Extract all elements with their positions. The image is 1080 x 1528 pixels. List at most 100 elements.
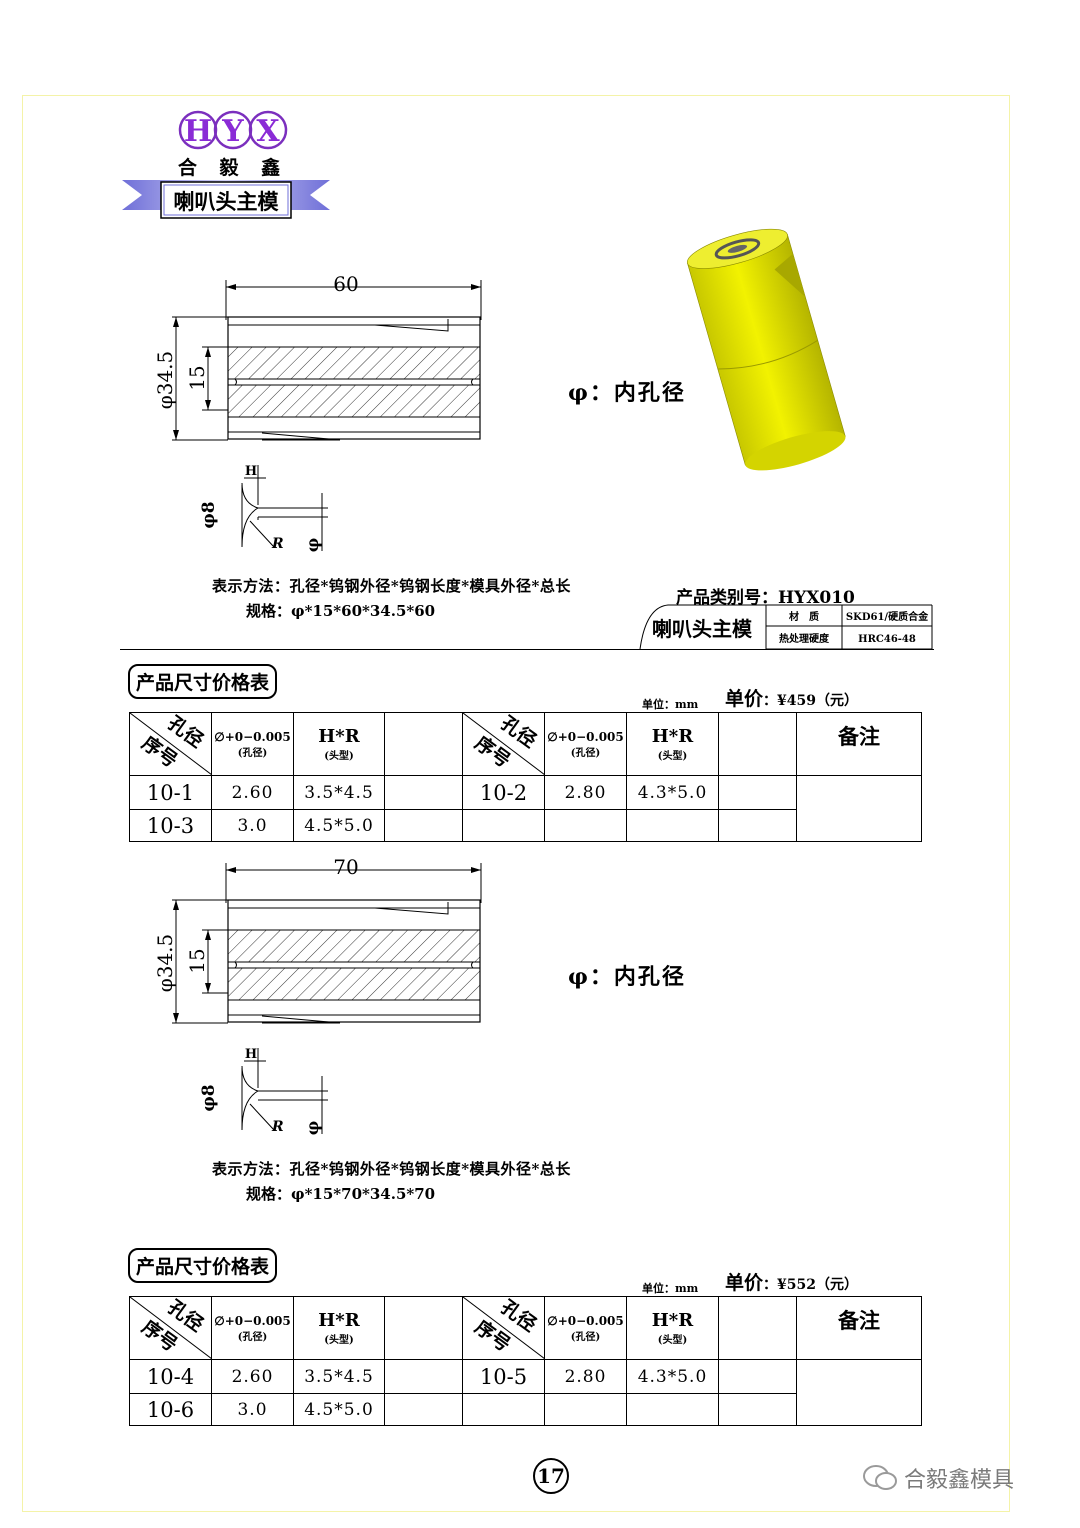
header-tolerance-a: ∅+0−0.005(孔径) [211,712,294,776]
cell-empty [718,1359,797,1394]
cross-section-drawing-2: 70 φ34.5 15 H φ8 R φ [153,855,482,1135]
price-value-1: ：¥459（元） [763,693,858,709]
cell-hr: 4.5*5.0 [293,809,385,842]
price-table-1: 孔径 序号 ∅+0−0.005(孔径) H*R(头型) 孔径 序号 ∅+0−0.… [129,712,922,842]
material-value: SKD61/硬质合金 [846,610,929,623]
diag-header-a: 孔径 序号 [129,712,212,776]
page-frame [22,95,1010,1512]
table-row: 10-6 3.0 4.5*5.0 [129,1393,922,1426]
dim-inner: 15 [185,948,209,973]
phi-note-2: φ：内孔径 [568,964,686,990]
chat-bubble-icon [863,1465,897,1490]
product-code: 产品类别号：HYX010 [676,588,855,608]
cross-section-drawing-1: 60 φ34.5 15 H φ8 R φ [153,272,482,552]
cell-hr [626,1393,719,1426]
hardness-label: 热处理硬度 [779,632,830,645]
method-note-1: 表示方法：孔径*钨钢外径*钨钢长度*模具外径*总长 [212,577,571,595]
detail-d8-label: φ8 [199,501,219,528]
diag-header-b: 孔径 序号 [462,712,545,776]
cell-diameter [544,809,627,842]
cell-diameter: 2.60 [211,1359,294,1394]
cell-code: 10-6 [129,1393,212,1426]
dim-inner: 15 [185,365,209,390]
detail-phi-label: φ [303,538,322,552]
header-tolerance-b: ∅+0−0.005(孔径) [544,1296,627,1360]
cell-diameter: 2.80 [544,775,627,810]
cell-hr: 4.3*5.0 [626,775,719,810]
detail-h-label: H [245,1047,257,1062]
cell-code: 10-5 [462,1359,545,1394]
cell-remark [796,1359,922,1426]
cell-code: 10-4 [129,1359,212,1394]
table-row: 10-4 2.60 3.5*4.5 10-5 2.80 4.3*5.0 [129,1359,922,1426]
title-block: 喇叭头主模 材 质 SKD61/硬质合金 热处理硬度 HRC46-48 [639,604,933,650]
dim-outer: φ34.5 [153,934,177,993]
watermark-text: 合毅鑫模具 [904,1468,1015,1493]
cell-code: 10-2 [462,775,545,810]
dim-length: 60 [333,272,358,296]
detail-d8-label: φ8 [199,1084,219,1111]
cell-code [462,1393,545,1426]
company-name: 合 毅 鑫 [178,156,288,179]
header-hr-b: H*R(头型) [626,712,719,776]
cell-remark [796,775,922,842]
header-tolerance-b: ∅+0−0.005(孔径) [544,712,627,776]
product-3d-render [687,228,846,471]
cell-hr [626,809,719,842]
header-hr-a: H*R(头型) [293,712,385,776]
header-empty-b [718,712,797,776]
detail-h-label: H [245,464,257,479]
cell-diameter: 3.0 [211,1393,294,1426]
spec-note-2: 规格：φ*15*70*34.5*70 [246,1185,436,1203]
method-note-2: 表示方法：孔径*钨钢外径*钨钢长度*模具外径*总长 [212,1160,571,1178]
cell-code [462,809,545,842]
banner-title: 喇叭头主模 [174,189,280,214]
diag-header-b: 孔径 序号 [462,1296,545,1360]
company-logo: H Y X 合 毅 鑫 喇叭头主模 [122,110,330,219]
material-label: 材 质 [789,610,819,623]
cell-empty [384,1393,463,1426]
cell-diameter: 2.60 [211,775,294,810]
cell-empty [384,775,463,810]
cell-empty [718,1393,797,1426]
dim-outer: φ34.5 [153,351,177,410]
cell-diameter: 3.0 [211,809,294,842]
table-row: 10-3 3.0 4.5*5.0 [129,809,922,842]
price-label-2: 单价 [725,1272,764,1294]
product-name: 喇叭头主模 [652,617,753,641]
header-tolerance-a: ∅+0−0.005(孔径) [211,1296,294,1360]
cell-empty [718,775,797,810]
cell-hr: 3.5*4.5 [293,1359,385,1394]
spec-note-1: 规格：φ*15*60*34.5*60 [246,602,436,620]
watermark: 合毅鑫模具 [862,1462,1014,1494]
header-empty-a [384,712,463,776]
cell-hr: 4.3*5.0 [626,1359,719,1394]
cell-empty [384,1359,463,1394]
section-divider [120,649,934,650]
price-table-title-2: 产品尺寸价格表 [128,1248,278,1283]
detail-r-label: R [271,536,284,552]
cell-code: 10-3 [129,809,212,842]
diag-header-a: 孔径 序号 [129,1296,212,1360]
cell-empty [384,809,463,842]
unit-label-2: 单位：mm [642,1282,699,1295]
logo-letter-h: H [184,114,212,149]
table-row: 10-1 2.60 3.5*4.5 10-2 2.80 4.3*5.0 [129,775,922,842]
price-label-1: 单价 [725,688,764,710]
cell-diameter [544,1393,627,1426]
header-remark: 备注 [796,712,922,776]
header-empty-a [384,1296,463,1360]
header-hr-b: H*R(头型) [626,1296,719,1360]
header-empty-b [718,1296,797,1360]
unit-price-1: 单价：¥459（元） [725,684,858,711]
price-table-title-1: 产品尺寸价格表 [128,664,278,699]
phi-note-1: φ：内孔径 [568,380,686,406]
detail-r-label: R [271,1119,284,1135]
page-number: 17 [533,1458,569,1494]
unit-price-2: 单价：¥552（元） [725,1268,858,1295]
logo-letter-y: Y [221,114,244,149]
unit-label-1: 单位：mm [642,698,699,711]
header-hr-a: H*R(头型) [293,1296,385,1360]
cell-empty [718,809,797,842]
hardness-value: HRC46-48 [858,634,916,645]
